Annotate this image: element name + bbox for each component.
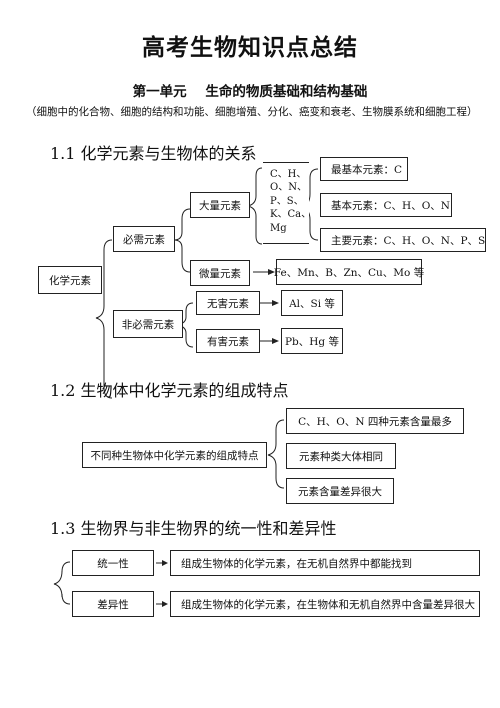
harmless-elements-list-box: Al、Si 等 <box>281 290 343 316</box>
major-element-line: Mg <box>270 222 287 234</box>
harmful-elements-list-box: Pb、Hg 等 <box>281 328 343 354</box>
most-abundant-elements-box: C、H、O、N 四种元素含量最多 <box>286 408 464 434</box>
essential-elements-box: 必需元素 <box>113 226 175 252</box>
major-elements-list-frame <box>263 162 309 244</box>
unit-scope: （细胞中的化合物、细胞的结构和功能、细胞增殖、分化、癌变和衰老、生物膜系统和细胞… <box>26 106 478 118</box>
section-3-heading: 1.3 生物界与非生物界的统一性和差异性 <box>50 519 337 538</box>
major-elements-list: C、H、 O、N、 P、S、 K、Ca、 Mg <box>270 168 311 235</box>
section-1-heading: 1.1 化学元素与生物体的关系 <box>50 144 257 163</box>
major-element-line: P、S、 <box>270 195 304 207</box>
difference-description-box: 组成生物体的化学元素，在生物体和无机自然界中含量差异很大 <box>170 591 480 617</box>
root-chemical-elements-box: 化学元素 <box>38 266 102 294</box>
section-2-heading: 1.2 生物体中化学元素的组成特点 <box>50 381 289 400</box>
major-element-line: K、Ca、 <box>270 209 312 221</box>
unity-box: 统一性 <box>72 550 154 576</box>
main-elements-box: 主要元素：C、H、O、N、P、S <box>320 228 486 252</box>
harmless-elements-box: 无害元素 <box>196 291 260 315</box>
trace-elements-box: 微量元素 <box>190 260 250 286</box>
trace-elements-list-box: Fe、Mn、B、Zn、Cu、Mo 等 <box>274 259 424 285</box>
unit-heading: 第一单元 生命的物质基础和结构基础 <box>132 84 368 100</box>
different-element-content-box: 元素含量差异很大 <box>286 478 394 504</box>
document-title: 高考生物知识点总结 <box>142 35 358 61</box>
major-element-line: C、H、 <box>270 169 307 180</box>
major-element-line: O、N、 <box>270 182 307 194</box>
composition-features-box: 不同种生物体中化学元素的组成特点 <box>82 442 267 468</box>
most-basic-element-box: 最基本元素：C <box>320 157 408 181</box>
basic-elements-box: 基本元素：C、H、O、N <box>320 193 452 217</box>
harmful-elements-box: 有害元素 <box>196 329 260 353</box>
unity-description-box: 组成生物体的化学元素，在无机自然界中都能找到 <box>170 550 480 576</box>
major-elements-box: 大量元素 <box>190 192 250 218</box>
non-essential-elements-box: 非必需元素 <box>113 310 183 338</box>
difference-box: 差异性 <box>72 591 154 617</box>
similar-element-types-box: 元素种类大体相同 <box>286 443 396 469</box>
